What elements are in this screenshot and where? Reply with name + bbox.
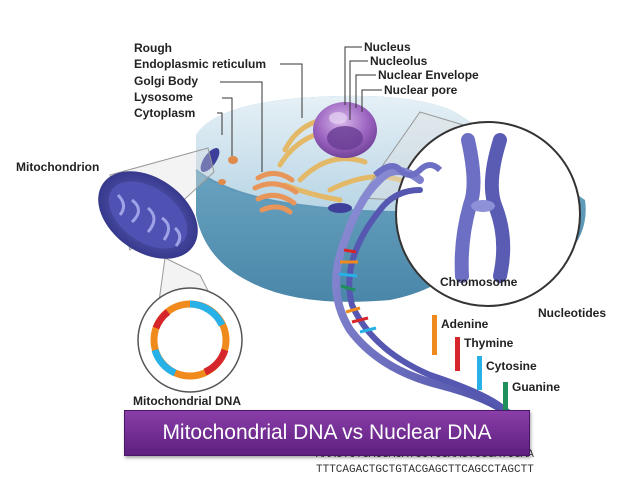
golgi-body (252, 171, 299, 215)
mitochondrial-dna-callout (137, 287, 243, 393)
label-nucleotides: Nucleotides (538, 306, 606, 320)
small-mitochondrion (200, 148, 220, 172)
nucleus (313, 102, 377, 158)
label-nuclear-envelope: Nuclear Envelope (378, 68, 479, 82)
vesicle (218, 179, 226, 185)
guanine-bar (503, 382, 508, 410)
label-nuclear-pore: Nuclear pore (384, 83, 458, 97)
mitochondrion (98, 171, 198, 259)
thymine-bar (455, 337, 460, 371)
banner-title: Mitochondrial DNA vs Nuclear DNA (162, 421, 492, 444)
label-mitochondrial-dna: Mitochondrial DNA (133, 394, 241, 408)
label-er: Endoplasmic reticulum (134, 57, 266, 71)
label-chromosome: Chromosome (440, 275, 518, 289)
label-nucleolus: Nucleolus (370, 54, 428, 68)
label-lysosome: Lysosome (134, 90, 193, 104)
dna-strand (332, 162, 514, 419)
sequence-line-2: TTTCAGACTGCTGTACGAGCTTCAGCCTAGCTT (316, 464, 534, 476)
leader-lines (217, 46, 382, 172)
lysosome (228, 156, 238, 164)
cytosine-bar (477, 356, 482, 390)
adenine-bar (432, 315, 437, 355)
label-thymine: Thymine (464, 336, 514, 350)
label-guanine: Guanine (512, 380, 560, 394)
chromosome-callout (395, 121, 581, 307)
label-nucleus: Nucleus (364, 40, 411, 54)
label-cytoplasm: Cytoplasm (134, 106, 195, 120)
dna-base-pairs (338, 248, 377, 334)
label-rough: Rough (134, 41, 172, 55)
label-adenine: Adenine (441, 317, 489, 331)
small-mitochondrion-2 (328, 203, 352, 213)
label-cytosine: Cytosine (486, 359, 537, 373)
label-mitochondrion: Mitochondrion (16, 160, 99, 174)
title-banner: Mitochondrial DNA vs Nuclear DNA (124, 410, 530, 456)
label-golgi: Golgi Body (134, 74, 198, 88)
